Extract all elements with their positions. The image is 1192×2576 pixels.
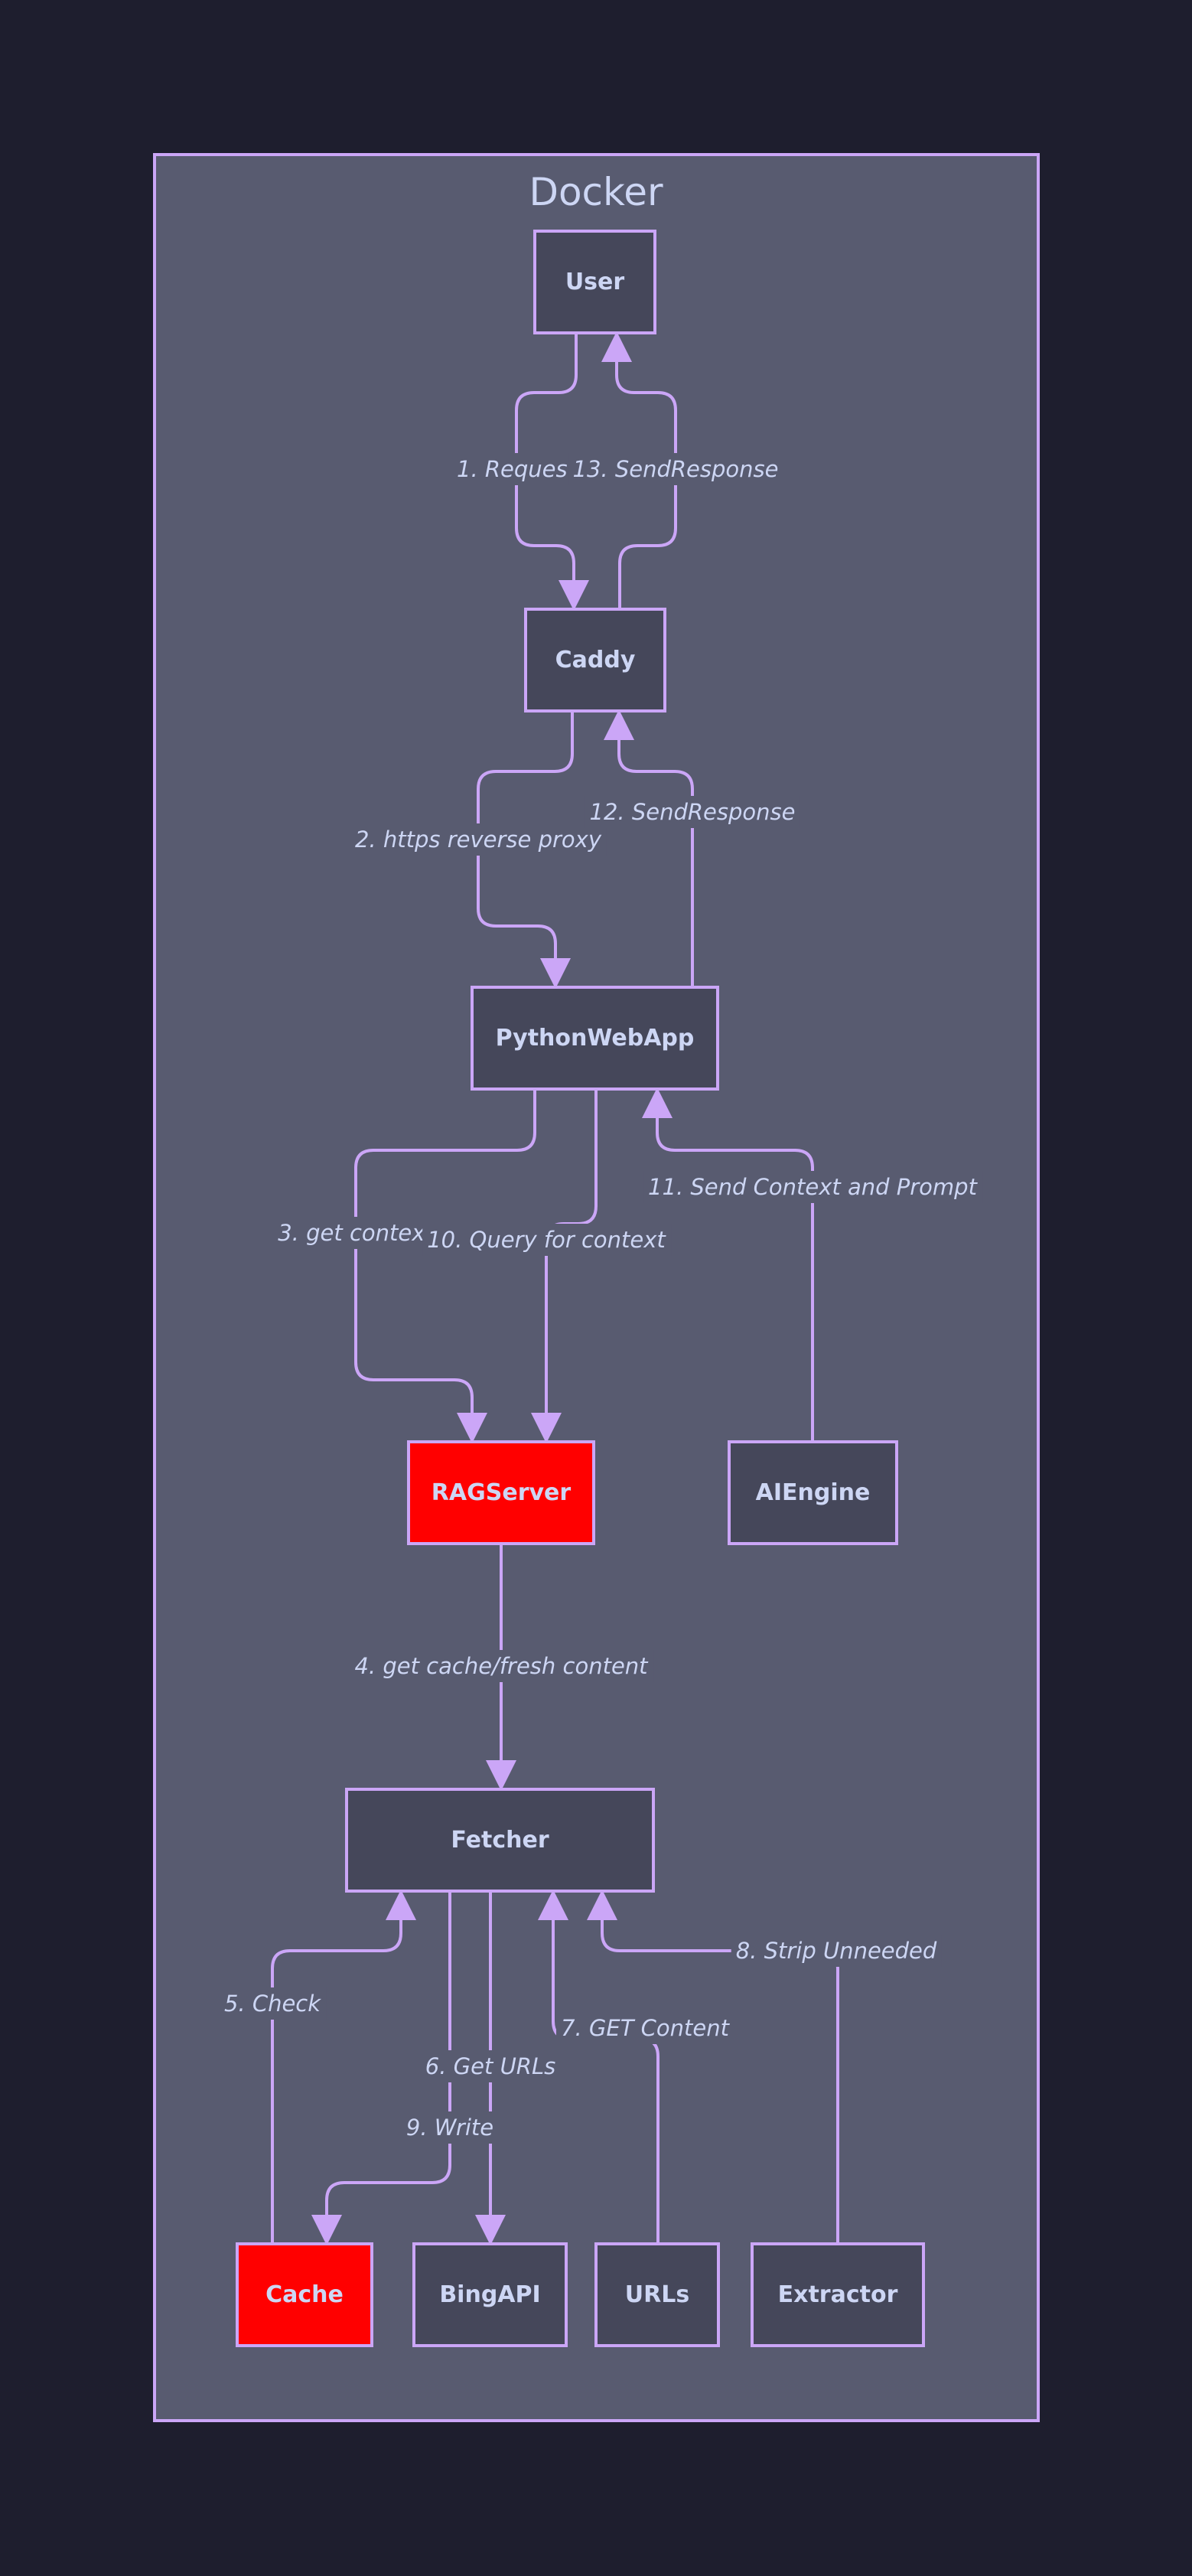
edge-label-text: 8. Strip Unneeded bbox=[736, 1938, 937, 1964]
node-urls-label: URLs bbox=[625, 2281, 689, 2308]
edge-pythonwebapp-to-caddy-line bbox=[604, 709, 694, 987]
node-bingapi-label: BingAPI bbox=[439, 2281, 540, 2308]
edge-label-e13: 13. SendResponse bbox=[568, 453, 783, 485]
edge-pythonwebapp-to-ragserver-line bbox=[354, 1089, 536, 1443]
edge-label-e11: 11. Send Context and Prompt bbox=[643, 1171, 983, 1203]
edge-label-e10: 10. Query for context bbox=[422, 1224, 672, 1256]
edge-label-background bbox=[556, 2012, 735, 2044]
node-fetcher-box bbox=[345, 1788, 655, 1893]
node-caddy: Caddy bbox=[524, 608, 666, 712]
edge-label-background bbox=[568, 453, 783, 485]
node-user: User bbox=[533, 230, 656, 334]
node-cache-box bbox=[236, 2242, 373, 2347]
edge-label-e9: 9. Write bbox=[401, 2111, 499, 2144]
edge-label-background bbox=[420, 2050, 561, 2082]
node-bingapi-box bbox=[412, 2242, 568, 2347]
edge-label-background bbox=[643, 1171, 983, 1203]
edge-label-e4: 4. get cache/fresh content bbox=[350, 1650, 654, 1682]
node-fetcher-label: Fetcher bbox=[451, 1827, 549, 1854]
node-ragserver-box bbox=[407, 1440, 595, 1545]
node-ragserver-label: RAGServer bbox=[432, 1479, 572, 1506]
docker-cluster-title: Docker bbox=[529, 170, 663, 214]
node-pythonwebapp: PythonWebApp bbox=[471, 986, 719, 1091]
node-cache: Cache bbox=[236, 2242, 373, 2347]
edge-label-text: 3. get context bbox=[278, 1220, 435, 1246]
edge-label-e5: 5. Check bbox=[219, 1987, 327, 2020]
edge-label-text: 10. Query for context bbox=[427, 1227, 666, 1253]
edge-label-background bbox=[452, 453, 582, 485]
edge-label-text: 5. Check bbox=[224, 1991, 321, 2017]
edge-label-text: 9. Write bbox=[406, 2115, 493, 2141]
edge-label-e1: 1. Request bbox=[452, 453, 582, 485]
edge-label-background bbox=[401, 2111, 499, 2144]
edge-label-background bbox=[585, 796, 800, 828]
edges-layer: 1. Request 2. https reverse proxy 3. get c… bbox=[219, 331, 983, 2245]
node-caddy-label: Caddy bbox=[555, 647, 636, 673]
node-pythonwebapp-label: PythonWebApp bbox=[496, 1025, 695, 1052]
edge-label-text: 2. https reverse proxy bbox=[355, 827, 602, 853]
edge-label-background bbox=[350, 1650, 654, 1682]
edge-label-text: 13. SendResponse bbox=[573, 456, 779, 482]
edge-label-e3: 3. get context bbox=[273, 1217, 440, 1249]
edge-label-e12: 12. SendResponse bbox=[585, 796, 800, 828]
node-extractor: Extractor bbox=[751, 2242, 925, 2347]
node-urls: URLs bbox=[594, 2242, 720, 2347]
node-bingapi: BingAPI bbox=[412, 2242, 568, 2347]
node-pythonwebapp-box bbox=[471, 986, 719, 1091]
edge-cache-to-fetcher-line bbox=[271, 1890, 416, 2244]
edge-label-background bbox=[731, 1935, 942, 1967]
edge-label-background bbox=[350, 823, 607, 856]
edge-fetcher-to-cache-line bbox=[311, 1891, 451, 2245]
edge-label-text: 1. Request bbox=[457, 456, 578, 482]
edge-label-e8: 8. Strip Unneeded bbox=[731, 1935, 942, 1967]
docker-cluster: Docker bbox=[153, 153, 1040, 2422]
node-extractor-box bbox=[751, 2242, 925, 2347]
edge-label-text: 11. Send Context and Prompt bbox=[648, 1174, 979, 1200]
edge-label-text: 7. GET Content bbox=[561, 2015, 731, 2041]
edge-label-text: 6. Get URLs bbox=[425, 2053, 555, 2079]
node-aiengine: AIEngine bbox=[728, 1440, 898, 1545]
edge-label-e6: 6. Get URLs bbox=[420, 2050, 561, 2082]
edge-label-background bbox=[422, 1224, 672, 1256]
node-fetcher: Fetcher bbox=[345, 1788, 655, 1893]
edge-aiengine-to-pythonwebapp-line bbox=[642, 1087, 814, 1442]
edge-label-text: 12. SendResponse bbox=[590, 799, 796, 825]
edge-label-background bbox=[219, 1987, 327, 2020]
edge-label-text: 4. get cache/fresh content bbox=[354, 1653, 649, 1679]
docker-cluster-box bbox=[153, 153, 1040, 2422]
node-cache-label: Cache bbox=[265, 2281, 344, 2308]
node-urls-box bbox=[594, 2242, 720, 2347]
node-user-label: User bbox=[565, 269, 625, 295]
node-aiengine-box bbox=[728, 1440, 898, 1545]
node-user-box bbox=[533, 230, 656, 334]
edge-label-e2: 2. https reverse proxy bbox=[350, 823, 607, 856]
node-extractor-label: Extractor bbox=[778, 2281, 898, 2308]
node-caddy-box bbox=[524, 608, 666, 712]
node-aiengine-label: AIEngine bbox=[756, 1479, 871, 1506]
edge-label-e7: 7. GET Content bbox=[556, 2012, 735, 2044]
node-ragserver: RAGServer bbox=[407, 1440, 595, 1545]
edge-label-background bbox=[273, 1217, 440, 1249]
